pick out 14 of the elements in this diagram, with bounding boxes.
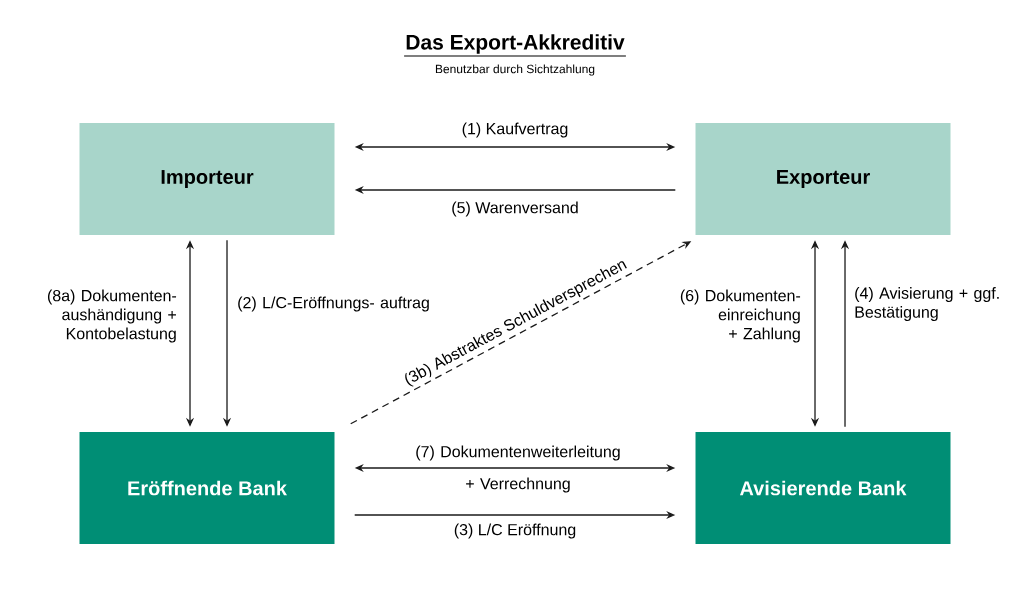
subtitle: Benutzbar durch Sichtzahlung bbox=[435, 64, 595, 76]
edge-label: (4) Avisierung + ggf. Bestätigung bbox=[855, 287, 999, 321]
edge-label: (7) Dokumentenweiterleitung + Verrechnung bbox=[416, 445, 620, 493]
party-box: Importeur bbox=[79, 123, 335, 235]
edge-label: (1) Kaufvertrag bbox=[462, 122, 568, 138]
title: Das Export-Akkreditiv bbox=[403, 34, 627, 57]
bank-box: Avisierende Bank bbox=[695, 432, 951, 544]
edge-label: (2) L/C-Eröffnungs- auftrag bbox=[238, 296, 429, 312]
edge-label: (5) Warenversand bbox=[452, 201, 578, 217]
bank-box: Eröffnende Bank bbox=[79, 432, 335, 544]
edge-label: (8a) Dokumenten- aushändigung + Kontobelastung bbox=[47, 289, 177, 343]
edge-label: (3) L/C Eröffnung bbox=[454, 523, 576, 539]
edge-label: (6) Dokumenten- einreichung + Zahlung bbox=[680, 289, 801, 343]
party-box: Exporteur bbox=[695, 123, 951, 235]
